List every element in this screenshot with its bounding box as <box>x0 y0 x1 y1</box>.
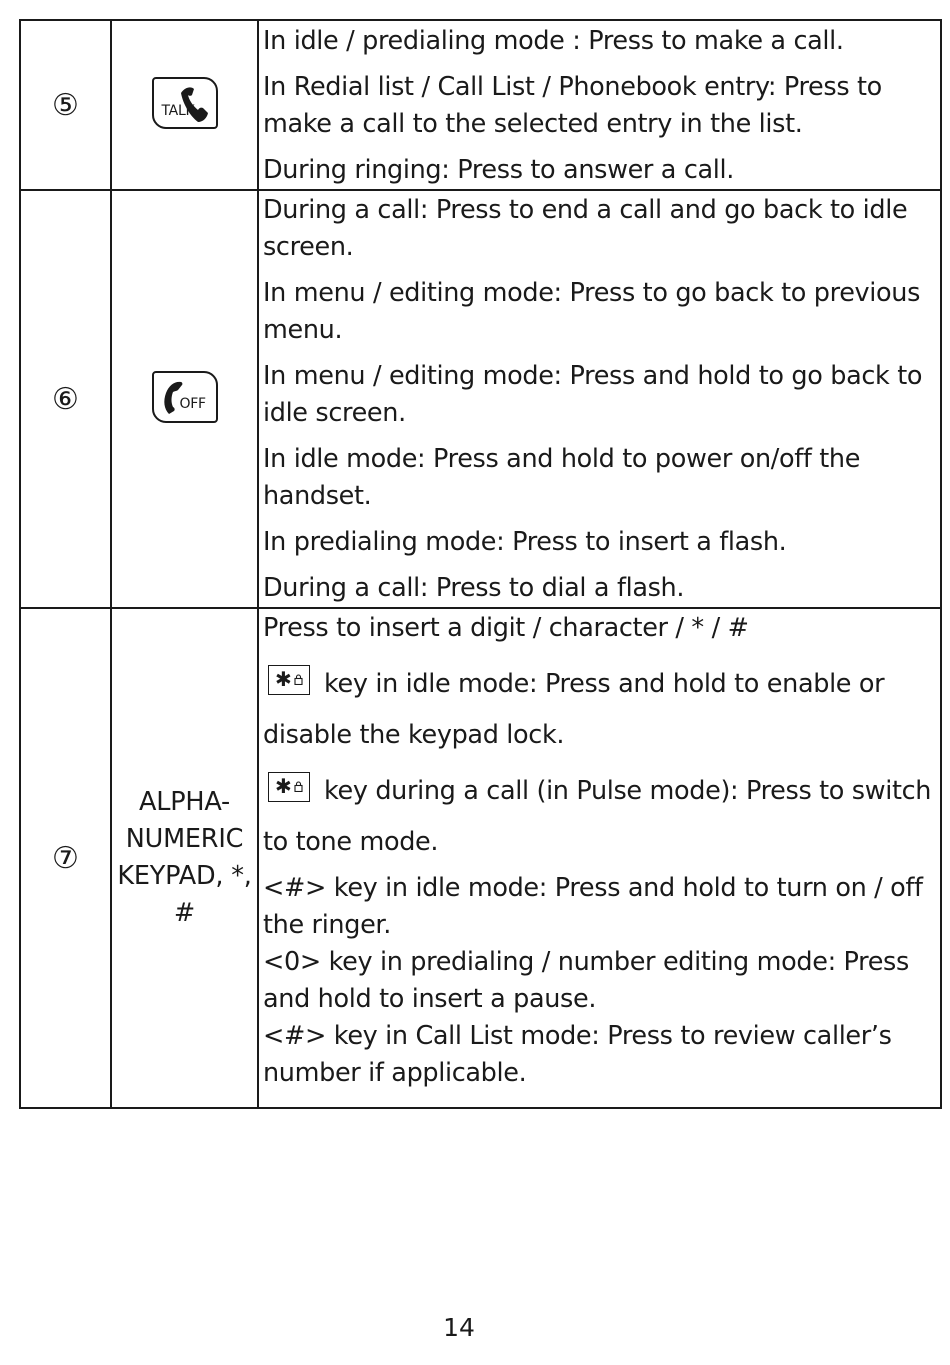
page-number: 14 <box>443 1313 475 1342</box>
off-key-label: OFF <box>179 396 207 412</box>
description-line: ✱ key in idle mode: Press and hold to en… <box>263 665 938 754</box>
description-text: to tone mode. <box>263 827 439 857</box>
talk-phone-icon <box>180 87 208 122</box>
description-text: key during a call (in Pulse mode): Press… <box>324 776 932 806</box>
talk-key-label: TALK <box>161 103 195 119</box>
description-line: In predialing mode: Press to insert a fl… <box>263 527 787 557</box>
description-cell: During a call: Press to end a call and g… <box>257 189 942 609</box>
description-line: In idle / predialing mode : Press to mak… <box>263 26 844 56</box>
table-row-keypad: ⑦ ALPHA- NUMERIC KEYPAD, *, # Press to i… <box>19 607 942 1109</box>
description-line: ✱ key during a call (in Pulse mode): Pre… <box>263 772 938 861</box>
key-cell: OFF <box>110 189 259 609</box>
key-cell: TALK <box>110 19 259 191</box>
description-line: Press to insert a digit / character / * … <box>263 613 749 643</box>
description-line: In idle mode: Press and hold to power on… <box>263 444 861 511</box>
star-glyph: ✱ <box>275 667 292 691</box>
lock-icon <box>294 781 303 792</box>
keypad-label: ALPHA- NUMERIC KEYPAD, *, # <box>117 784 252 932</box>
row-number: ⑥ <box>19 189 112 609</box>
description-line: During a call: Press to end a call and g… <box>263 195 908 262</box>
description-line: In menu / editing mode: Press to go back… <box>263 278 921 345</box>
description-line: <#> key in Call List mode: Press to revi… <box>263 1021 892 1088</box>
star-key: ✱ <box>268 772 310 802</box>
talk-key: TALK <box>151 77 218 129</box>
description-line: <0> key in predialing / number editing m… <box>263 947 909 1014</box>
keypad-label-line: # <box>173 898 196 928</box>
key-cell: ALPHA- NUMERIC KEYPAD, *, # <box>110 607 259 1109</box>
table-row-talk: ⑤ TALK In idle / predialing mode : Press… <box>19 19 942 191</box>
description-line: In Redial list / Call List / Phonebook e… <box>263 72 882 139</box>
description-line: In menu / editing mode: Press and hold t… <box>263 361 923 428</box>
keypad-label-line: ALPHA- <box>138 787 231 817</box>
keypad-label-line: NUMERIC <box>125 824 244 854</box>
description-cell: Press to insert a digit / character / * … <box>257 607 942 1109</box>
description-line: During ringing: Press to answer a call. <box>263 155 734 185</box>
key-function-table: ⑤ TALK In idle / predialing mode : Press… <box>19 19 942 1109</box>
keypad-label-line: KEYPAD, *, <box>117 861 252 891</box>
table-row-off: ⑥ OFF During a call: Press to end a call… <box>19 189 942 609</box>
off-key: OFF <box>151 371 218 423</box>
description-text: disable the keypad lock. <box>263 720 565 750</box>
description-cell: In idle / predialing mode : Press to mak… <box>257 19 942 191</box>
star-key: ✱ <box>268 665 310 695</box>
row-number: ⑤ <box>19 19 112 191</box>
off-phone-icon <box>163 381 182 414</box>
row-number: ⑦ <box>19 607 112 1109</box>
description-line: During a call: Press to dial a flash. <box>263 573 685 603</box>
star-glyph: ✱ <box>275 774 292 798</box>
description-text: key in idle mode: Press and hold to enab… <box>324 669 885 699</box>
description-line: <#> key in idle mode: Press and hold to … <box>263 873 923 940</box>
lock-icon <box>294 674 303 685</box>
